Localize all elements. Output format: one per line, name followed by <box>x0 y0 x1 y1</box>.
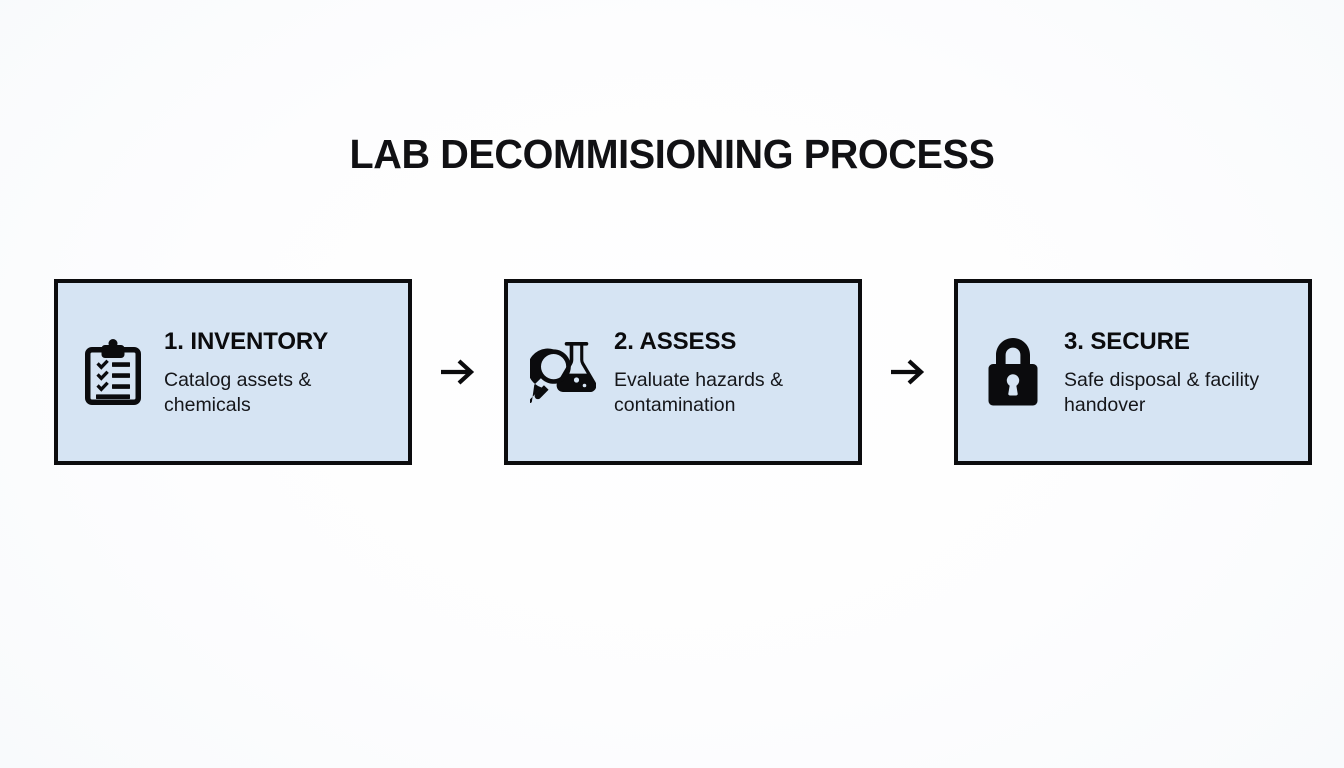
padlock-icon <box>980 335 1046 409</box>
step-description: Safe disposal & facility handover <box>1064 368 1260 416</box>
step-title: 1. INVENTORY <box>164 327 329 355</box>
arrow-right-icon <box>420 279 497 465</box>
step-text-block: 3. SECURE Safe disposal & facility hando… <box>1064 327 1296 418</box>
process-step-inventory[interactable]: 1. INVENTORY Catalog assets & chemicals <box>54 279 412 465</box>
magnifier-flask-icon <box>530 335 596 409</box>
step-description: Evaluate hazards & contamination <box>614 368 784 416</box>
page-title: LAB DECOMMISIONING PROCESS <box>349 131 995 177</box>
process-step-secure[interactable]: 3. SECURE Safe disposal & facility hando… <box>954 279 1312 465</box>
step-text-block: 1. INVENTORY Catalog assets & chemicals <box>164 327 396 418</box>
step-text-block: 2. ASSESS Evaluate hazards & contaminati… <box>614 327 846 418</box>
arrow-right-icon <box>870 279 947 465</box>
step-title: 2. ASSESS <box>614 327 737 355</box>
clipboard-checklist-icon <box>80 335 146 409</box>
process-flow: 1. INVENTORY Catalog assets & chemicals <box>54 279 1312 465</box>
process-step-assess[interactable]: 2. ASSESS Evaluate hazards & contaminati… <box>504 279 862 465</box>
step-title: 3. SECURE <box>1064 327 1190 355</box>
step-description: Catalog assets & chemicals <box>164 368 312 416</box>
